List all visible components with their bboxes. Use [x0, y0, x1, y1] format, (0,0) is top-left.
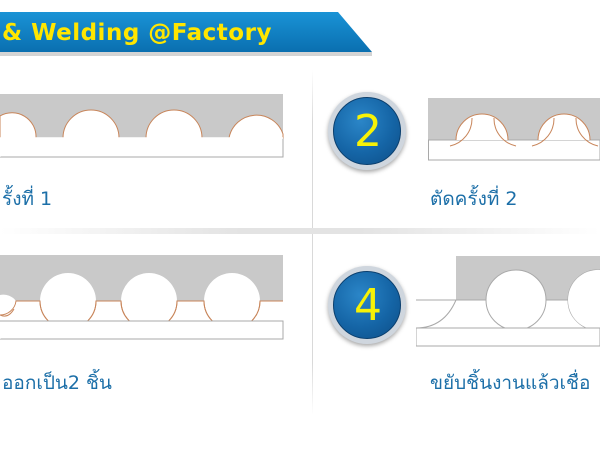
step-2-number: 2	[354, 106, 382, 157]
step-2-beam-diagram	[428, 98, 600, 161]
title-banner	[0, 12, 372, 56]
horizontal-divider	[0, 228, 600, 234]
step-2-badge: 2	[328, 92, 406, 170]
vertical-divider	[312, 70, 313, 415]
step-2-caption: ตัดครั้งที่ 2	[430, 188, 518, 210]
step-1-beam-diagram	[0, 94, 284, 158]
step-4-caption: ขยับชิ้นงานแล้วเชื่อ	[430, 372, 591, 394]
step-4-badge: 4	[328, 266, 406, 344]
step-1-caption: รั้งที่ 1	[2, 188, 53, 210]
banner-title: & Welding @Factory	[2, 20, 272, 46]
step-3-beam-diagram	[0, 255, 284, 340]
step-3-caption: ออกเป็น2 ชิ้น	[2, 372, 112, 394]
step-4-beam-diagram	[416, 256, 600, 347]
step-4-number: 4	[354, 280, 382, 331]
